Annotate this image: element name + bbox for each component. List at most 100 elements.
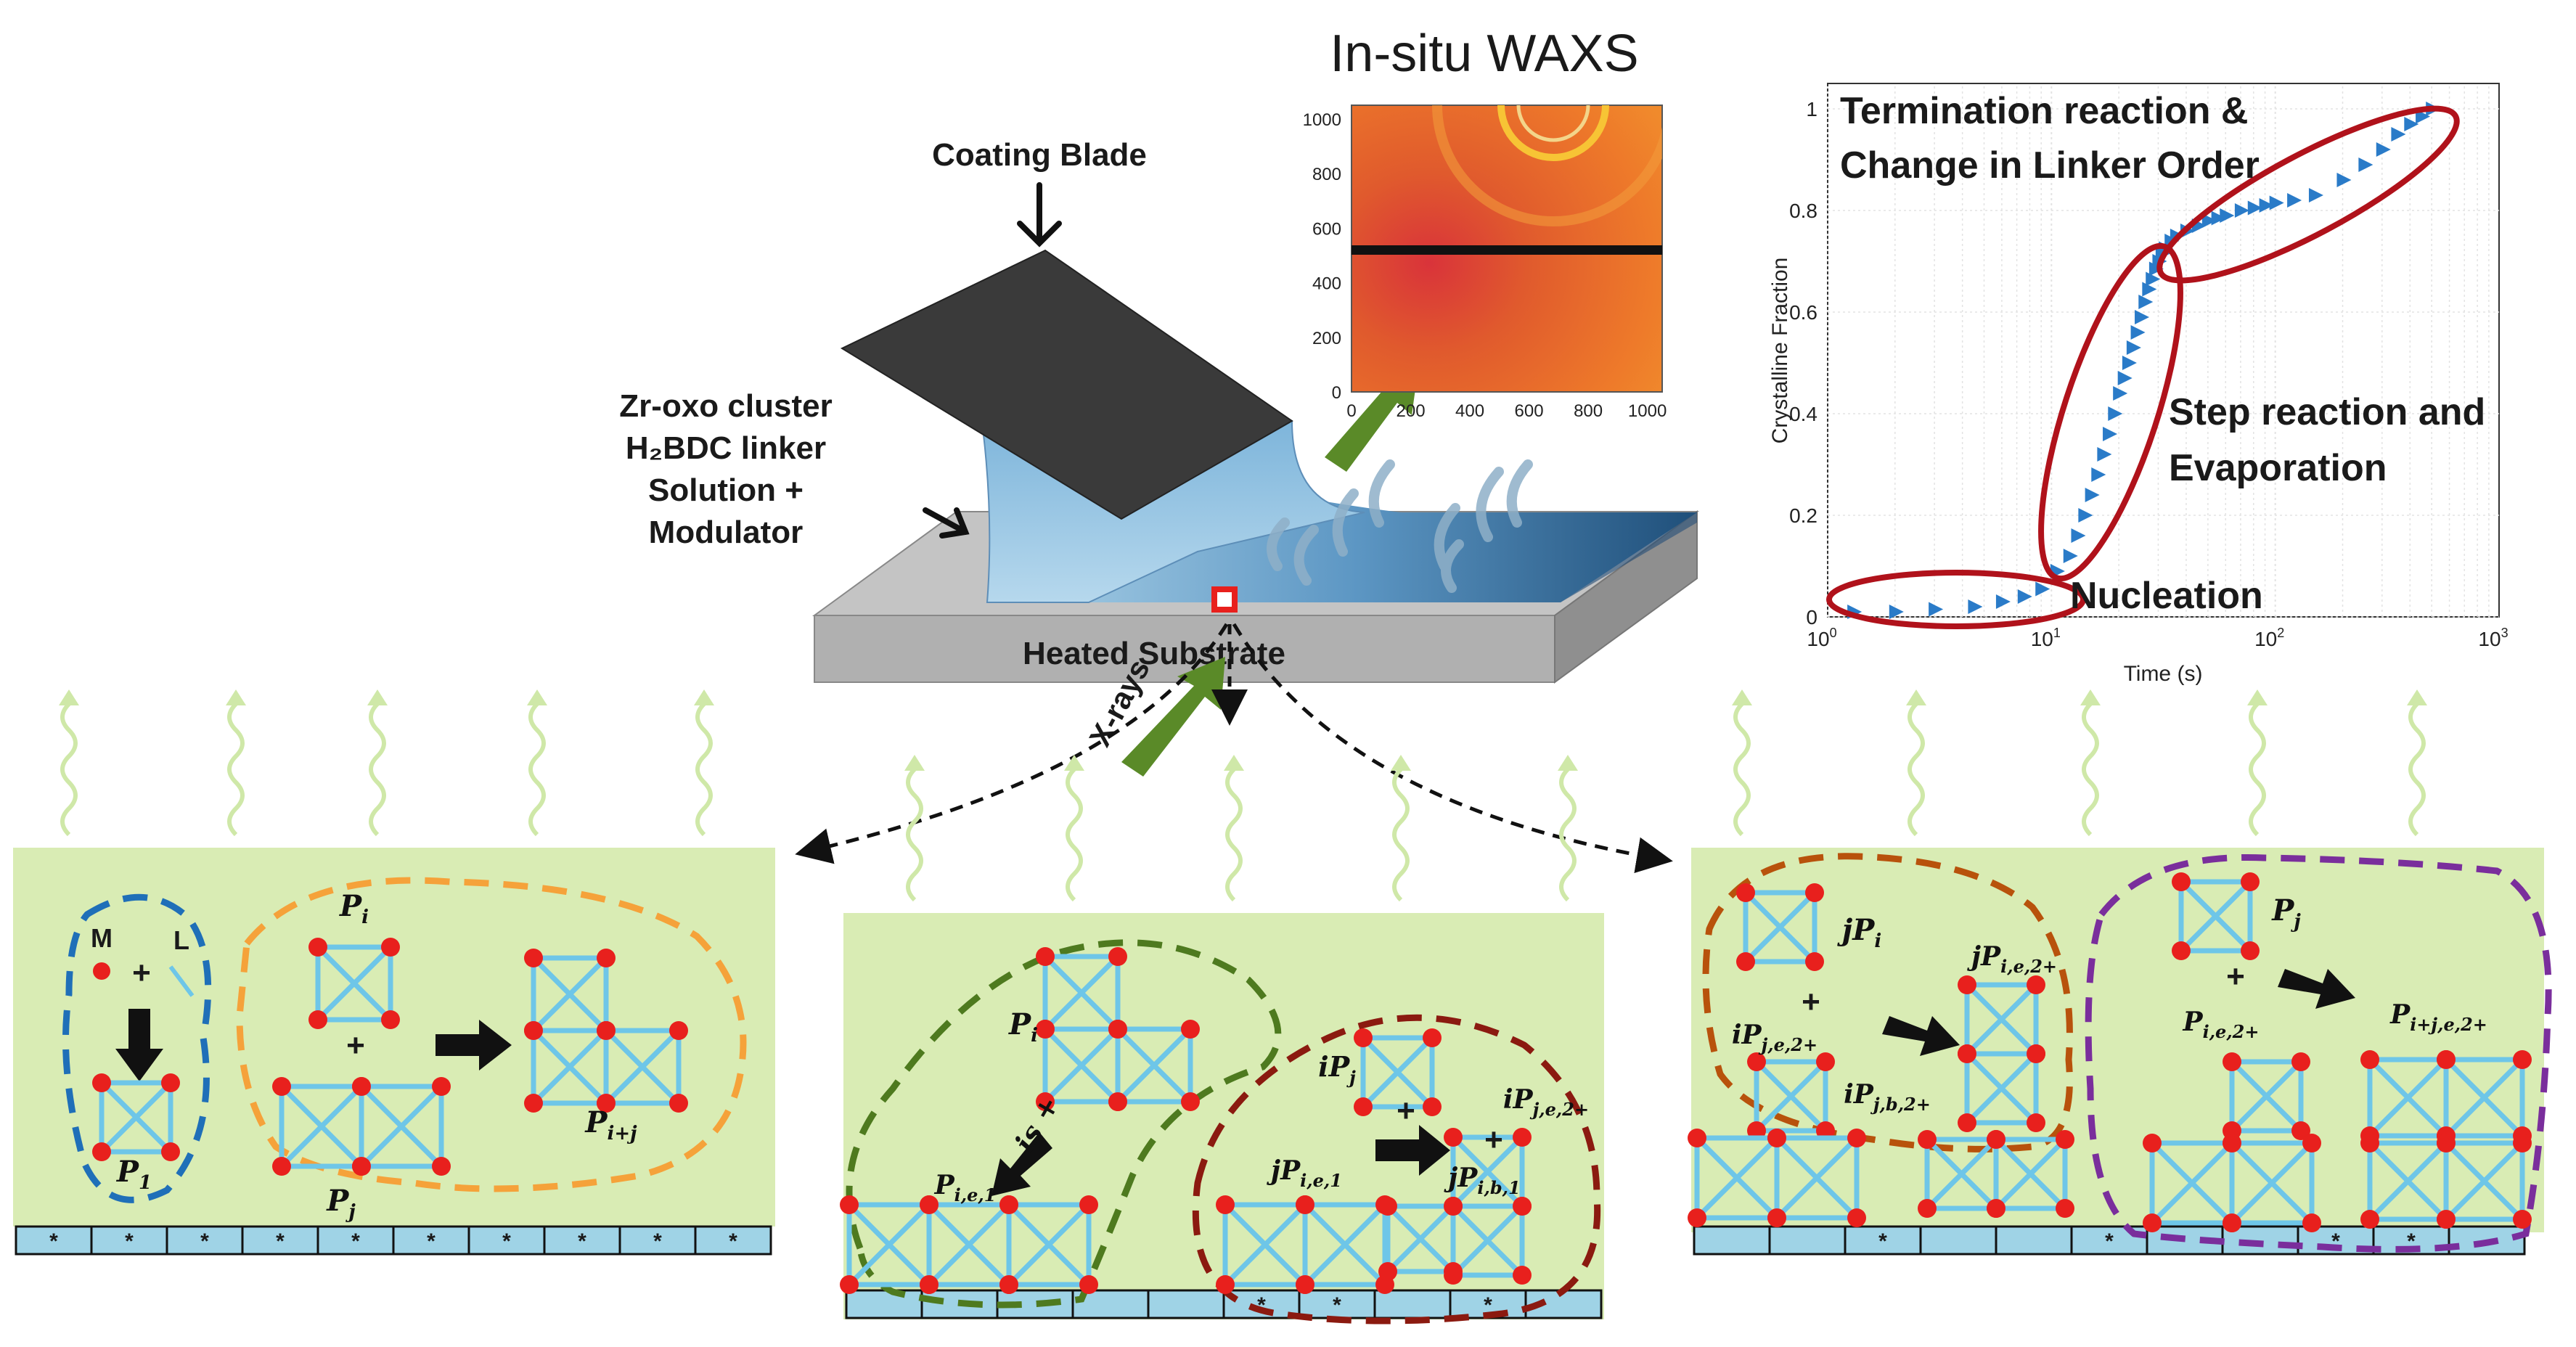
metal-node — [2056, 1199, 2074, 1218]
metal-node — [161, 1142, 180, 1161]
chart-data-point — [2269, 195, 2284, 210]
metal-node — [2360, 1134, 2379, 1152]
substrate-cell — [90, 1225, 168, 1256]
metal-node — [2027, 1044, 2045, 1063]
chart-data-point — [1889, 605, 1904, 619]
linker-edge — [2229, 1140, 2315, 1226]
linker-edge — [1223, 1203, 1307, 1287]
metal-node — [1958, 1113, 1976, 1132]
metal-node — [999, 1275, 1018, 1294]
linker-edge — [2368, 1141, 2448, 1221]
linker-edge — [359, 1084, 443, 1168]
chart-y-tick-label: 0.4 — [1789, 403, 1817, 425]
linker-edge — [359, 1084, 444, 1169]
substrate-cell — [1995, 1225, 2073, 1256]
metal-node — [840, 1275, 859, 1294]
term-arrow-2 — [2278, 969, 2355, 1009]
linker-edge — [2178, 879, 2253, 954]
metal-node — [2360, 1050, 2379, 1069]
p3-pj-label: Pj — [2271, 893, 2301, 933]
metal-node — [2223, 1213, 2241, 1232]
metal-node — [272, 1077, 291, 1096]
metal-node — [669, 1094, 688, 1113]
substrate-site-star: * — [125, 1229, 134, 1253]
metal-node — [999, 1195, 1018, 1214]
solution-label-2: H₂BDC linker — [626, 430, 826, 466]
chart-data-point — [2376, 142, 2391, 157]
chart-data-point — [2103, 427, 2118, 441]
coating-process-illustration: Coating Blade Zr-oxo cluster H₂BDC linke… — [619, 137, 1700, 873]
chart-x-tick-label: 100 — [1807, 626, 1836, 650]
metal-node — [2143, 1134, 2162, 1152]
chart-data-point — [2308, 188, 2323, 202]
linker-edge — [2230, 1141, 2314, 1225]
linker-edge — [1774, 1135, 1860, 1221]
panel-step-reaction: *** is + + + Pi Pi,e,1 iPj jPi,e,1 iPj,e… — [840, 913, 1604, 1325]
linker-edge — [603, 1028, 682, 1106]
xray-beam-arrow — [1121, 657, 1225, 777]
metal-node — [1767, 1208, 1786, 1227]
heat-wave-arrowhead — [2407, 689, 2427, 705]
plus-1: + — [132, 955, 151, 991]
solution-arrow — [923, 507, 970, 539]
linker-edge — [1360, 1035, 1435, 1110]
linker-edge — [2444, 1057, 2524, 1138]
metal-node — [2513, 1210, 2532, 1229]
metal-node — [2241, 872, 2260, 891]
panel1-substrate: ********** — [15, 1225, 772, 1256]
plus-4: + — [1484, 1122, 1503, 1158]
linker-edge — [1695, 1136, 1779, 1220]
linker-edge — [99, 1081, 173, 1154]
metal-node — [597, 1021, 616, 1040]
substrate-cell — [845, 1289, 923, 1319]
substrate-site-star: * — [2105, 1229, 2114, 1253]
metal-node — [1513, 1128, 1532, 1147]
linker-edge — [2229, 1059, 2304, 1134]
metal-node — [432, 1157, 451, 1176]
waxs-x-tick-label: 1000 — [1628, 401, 1667, 421]
metal-node — [2437, 1050, 2456, 1069]
chart-x-tick-label: 102 — [2254, 626, 2284, 650]
heat-wave — [227, 702, 245, 837]
metal-node — [1036, 1020, 1055, 1039]
linker-edge — [2444, 1141, 2524, 1221]
metal-node — [352, 1077, 371, 1096]
metal-node — [2302, 1213, 2321, 1232]
metal-node — [1079, 1275, 1098, 1294]
step-green-dashed-region — [846, 939, 1282, 1309]
linker-edge — [1965, 1052, 2038, 1125]
linker-edge — [927, 1203, 1011, 1287]
plus-2: + — [346, 1028, 365, 1063]
step-reaction-ellipse — [2038, 242, 2183, 582]
chart-data-point — [2358, 157, 2373, 172]
metal-node — [1688, 1129, 1706, 1147]
nucleation-arrow — [115, 1009, 163, 1081]
chart-data-point — [2091, 467, 2106, 482]
heat-wave — [1733, 702, 1751, 837]
heat-wave — [60, 702, 78, 837]
heat-wave — [1392, 767, 1410, 902]
linker-edge — [1754, 1060, 1828, 1133]
waxs-x-tick-label: 200 — [1397, 401, 1426, 421]
chart-data-point — [2247, 200, 2262, 216]
metal-node — [524, 949, 543, 967]
heat-wave — [528, 702, 546, 837]
metal-node — [2056, 1130, 2074, 1149]
heat-waves — [59, 689, 2427, 902]
heat-wave — [906, 767, 923, 902]
metal-node — [1847, 1208, 1866, 1227]
metal-node — [669, 1021, 688, 1040]
chart-gridlines — [1827, 83, 2499, 618]
heat-wave-arrowhead — [1906, 689, 1926, 705]
substrate-cell — [1298, 1289, 1376, 1319]
chart-plot-area — [1827, 83, 2500, 618]
substrate-cell — [1919, 1225, 1998, 1256]
chart-data-point — [2071, 528, 2086, 543]
metal-node — [2513, 1050, 2532, 1069]
chart-data-point — [2404, 117, 2419, 131]
substrate-site-star: * — [351, 1229, 360, 1253]
waxs-ring-outer — [1497, 105, 1609, 161]
metal-node — [2172, 872, 2191, 891]
linker-edge — [1007, 1203, 1091, 1287]
